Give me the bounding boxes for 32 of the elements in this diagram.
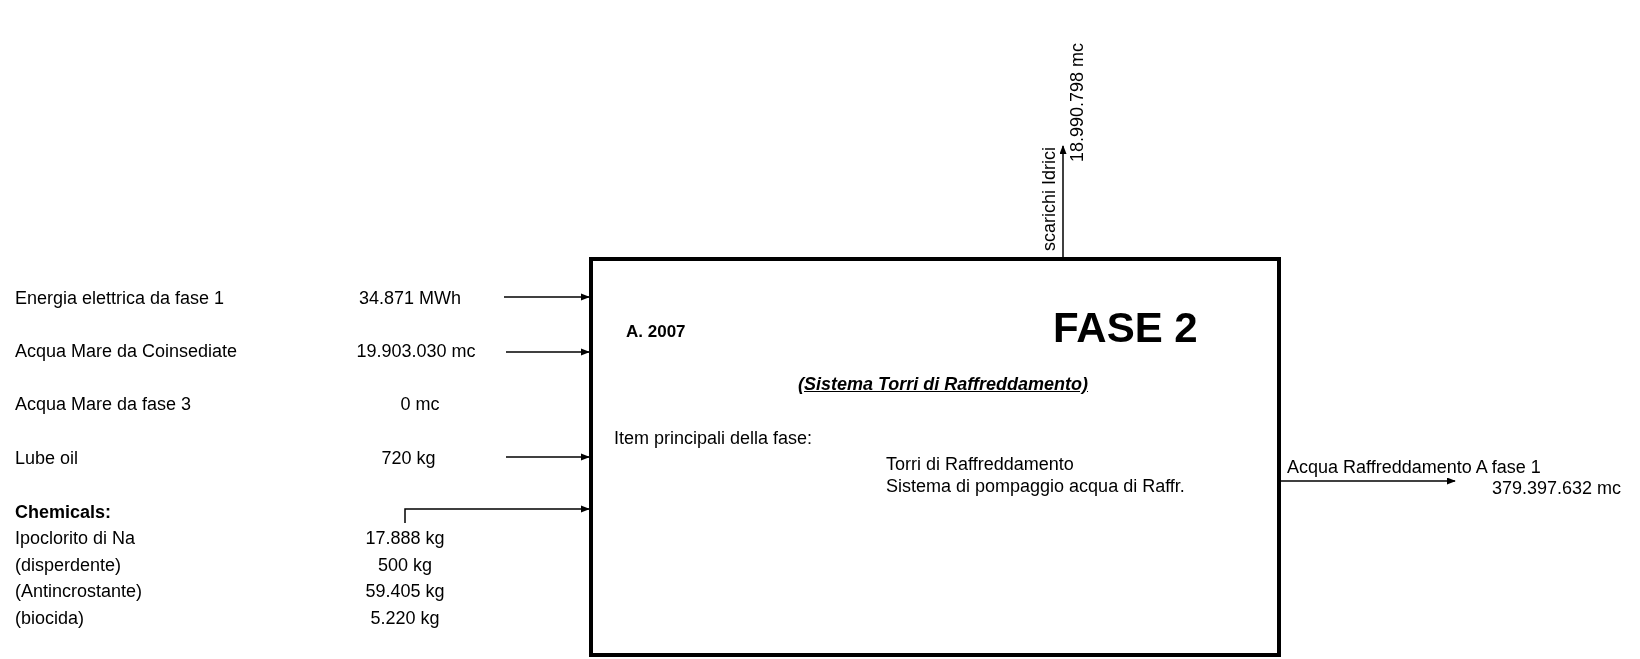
flow-value: 34.871 MWh: [316, 287, 504, 309]
arrow: [505, 453, 590, 461]
item-text: Item principali della fase:: [614, 427, 813, 450]
flow-label: Ipoclorito di Na: [15, 527, 136, 549]
phase-subtitle: (Sistema Torri di Raffreddamento): [797, 373, 1089, 396]
flow-value: 19.903.030 mc: [326, 340, 506, 362]
flow-value: 379.397.632 mc: [1455, 477, 1625, 499]
flow-label: 59.405 kg: [365, 580, 445, 602]
flow-label: (Antincrostante): [15, 580, 143, 602]
phase-box: [589, 257, 1281, 657]
arrow: [1059, 145, 1067, 258]
arrow: [503, 293, 590, 301]
flow-label: 500 kg: [378, 554, 432, 576]
flow-label: 5.220 kg: [370, 607, 440, 629]
flow-value: 17.888 kg: [355, 527, 455, 549]
year-label: A. 2007: [626, 321, 686, 343]
flow-label: Acqua Mare da Coinsediate: [15, 340, 238, 362]
flow-label: (biocida): [15, 607, 85, 629]
flow-value: 18.990.798 mc: [1066, 42, 1088, 162]
item-text: Torri di Raffreddamento: [886, 453, 1074, 476]
arrow: [505, 348, 590, 356]
flow-value: 720 kg: [311, 447, 506, 469]
section-heading: Chemicals:: [15, 501, 112, 523]
item-text: Sistema di pompaggio acqua di Raffr.: [886, 475, 1185, 498]
arrow: [404, 505, 590, 524]
flow-label: Energia elettrica da fase 1: [15, 287, 225, 309]
flow-label: (disperdente): [15, 554, 122, 576]
flow-label: 0 mc: [400, 393, 440, 415]
arrow: [1280, 477, 1456, 485]
flow-label: Acqua Mare da fase 3: [15, 393, 192, 415]
phase-title: FASE 2: [1053, 307, 1198, 349]
flow-label: Lube oil: [15, 447, 79, 469]
